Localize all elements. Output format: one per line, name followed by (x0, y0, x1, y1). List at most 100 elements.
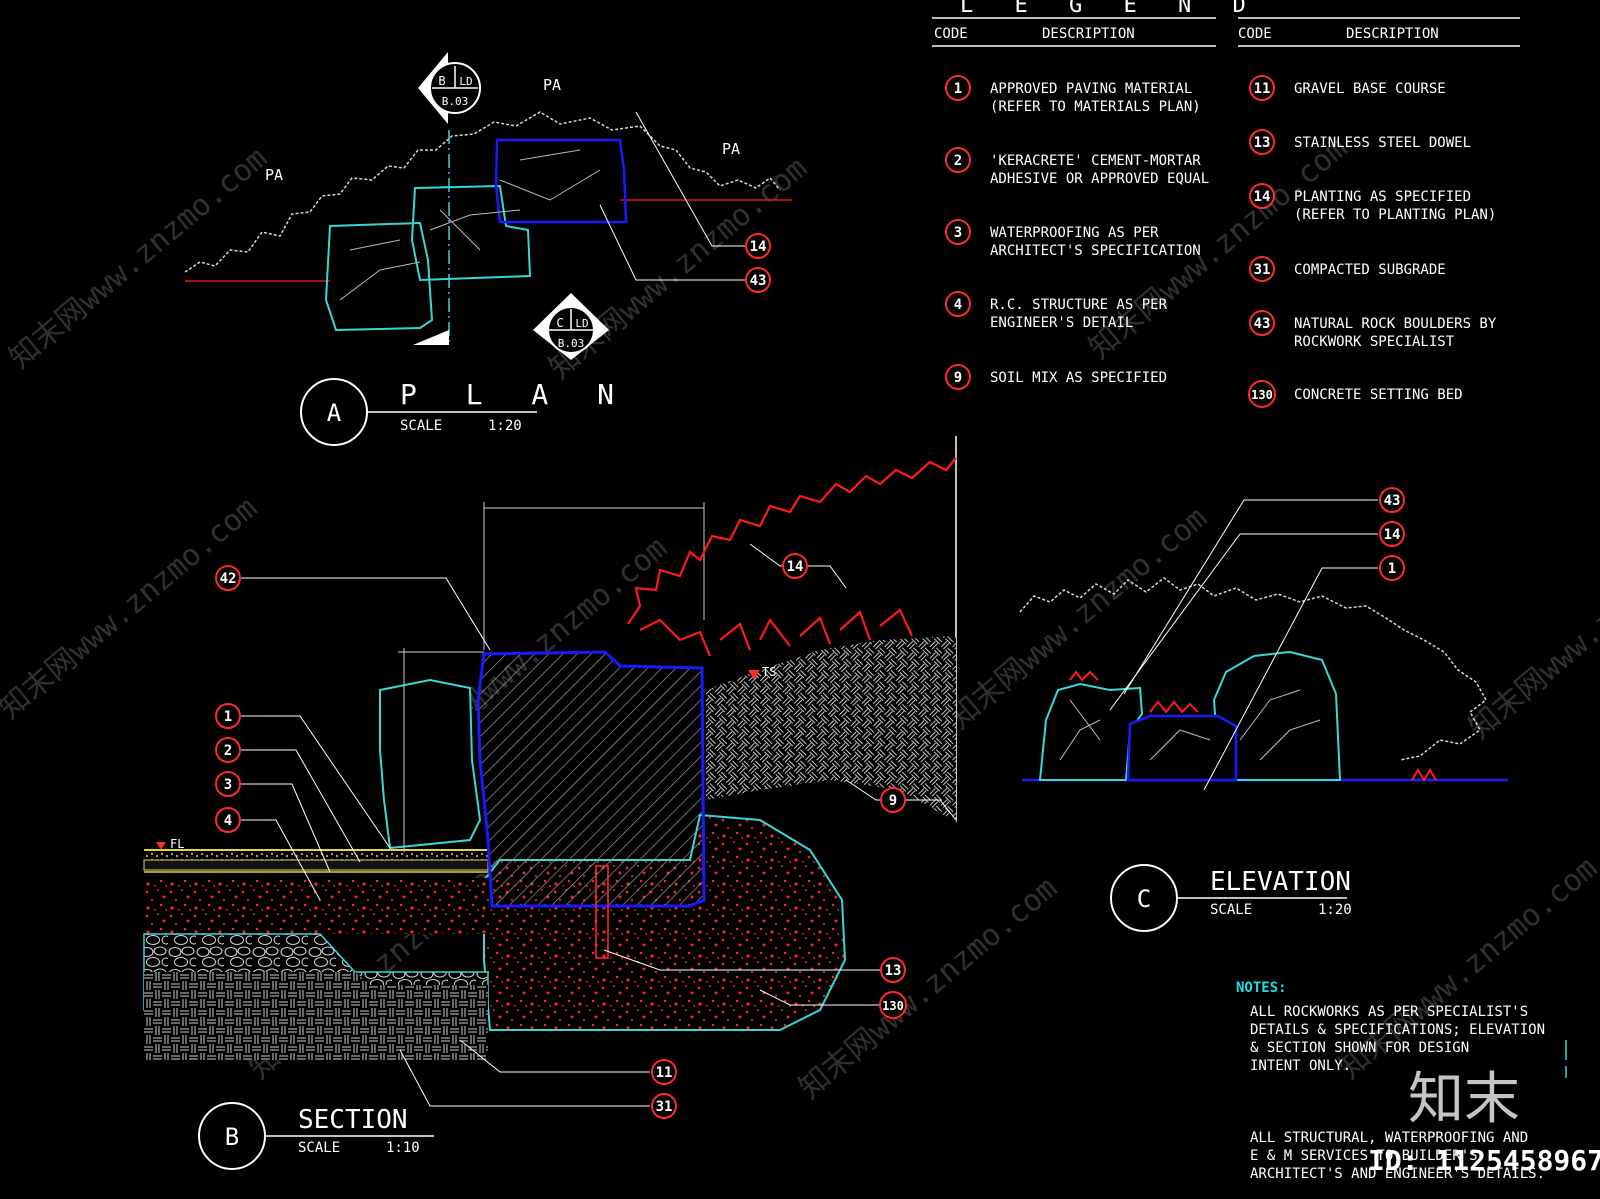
section-scale-label: SCALE (298, 1140, 340, 1156)
svg-text:13: 13 (1254, 135, 1271, 151)
section-callout-42[interactable]: 42 (215, 565, 241, 591)
plan-area-label: PA (265, 166, 283, 184)
leader-31 (399, 1049, 650, 1107)
legend-description-header: DESCRIPTION (1346, 26, 1439, 42)
section-title-block: B SECTION SCALE 1:10 (198, 1102, 434, 1170)
legend-code-header: CODE (934, 26, 968, 42)
svg-text:130: 130 (882, 999, 904, 1013)
section-callout-4[interactable]: 4 (215, 807, 241, 833)
svg-text:(REFER TO PLANTING PLAN): (REFER TO PLANTING PLAN) (1294, 207, 1496, 223)
section-view: FL TS 42 (143, 436, 957, 1170)
svg-text:31: 31 (656, 1099, 673, 1115)
elevation-marker-c[interactable]: C LD B.03 (533, 293, 609, 360)
svg-text:42: 42 (220, 571, 237, 587)
svg-text:GRAVEL BASE COURSE: GRAVEL BASE COURSE (1294, 81, 1446, 97)
section-callout-130[interactable]: 130 (879, 991, 907, 1019)
watermark-id: ID: 1125458967 (1368, 1144, 1600, 1177)
plan-boulder-3 (494, 138, 628, 224)
note-line: ALL ROCKWORKS AS PER SPECIALIST'S (1250, 1004, 1528, 1020)
plan-leader-43 (599, 204, 745, 281)
svg-text:11: 11 (656, 1065, 673, 1081)
plan-boulder-2 (410, 184, 532, 282)
rc-structure-slab (144, 878, 488, 934)
svg-text:14: 14 (750, 239, 767, 255)
note-line: ALL STRUCTURAL, WATERPROOFING AND (1250, 1130, 1528, 1146)
elevation-leader-1 (1203, 567, 1378, 791)
ts-marker (748, 670, 760, 680)
elevation-boulder-middle (1126, 714, 1238, 782)
plan-view: B LD B.03 C LD B.03 PA PA PA 14 43 (184, 52, 792, 446)
elevation-callout-43[interactable]: 43 (1379, 487, 1405, 513)
svg-text:2: 2 (224, 743, 232, 759)
svg-text:2: 2 (954, 153, 962, 169)
svg-text:43: 43 (1254, 316, 1271, 332)
section-callout-3[interactable]: 3 (215, 771, 241, 797)
section-callout-13[interactable]: 13 (880, 957, 906, 983)
svg-text:PLANTING AS SPECIFIED: PLANTING AS SPECIFIED (1294, 189, 1471, 205)
plan-callout-14[interactable]: 14 (745, 233, 771, 259)
legend-item: 14 PLANTING AS SPECIFIED (REFER TO PLANT… (1249, 183, 1496, 223)
section-marker-b[interactable]: B LD B.03 (418, 52, 481, 124)
svg-text:ARCHITECT'S SPECIFICATION: ARCHITECT'S SPECIFICATION (990, 243, 1201, 259)
leader-3 (240, 783, 331, 873)
svg-text:COMPACTED SUBGRADE: COMPACTED SUBGRADE (1294, 262, 1446, 278)
plan-cut-arrow (413, 330, 449, 345)
section-callout-2[interactable]: 2 (215, 737, 241, 763)
section-callout-31[interactable]: 31 (651, 1093, 677, 1119)
svg-text:ENGINEER'S DETAIL: ENGINEER'S DETAIL (990, 315, 1133, 331)
section-fl-label: FL (170, 837, 184, 851)
legend-item: 1 APPROVED PAVING MATERIAL (REFER TO MAT… (945, 75, 1201, 115)
elevation-title-block: C ELEVATION SCALE 1:20 (1110, 864, 1352, 932)
plan-boulder-1 (324, 221, 434, 332)
svg-text:11: 11 (1254, 81, 1271, 97)
elevation-marker-sub: LD (575, 317, 588, 330)
svg-text:4: 4 (954, 297, 962, 313)
elevation-planting-outline (1019, 577, 1487, 761)
section-planting (627, 457, 957, 657)
elevation-callout-1[interactable]: 1 (1379, 555, 1405, 581)
elevation-callout-14[interactable]: 14 (1379, 521, 1405, 547)
section-callout-1[interactable]: 1 (215, 703, 241, 729)
legend-code-header: CODE (1238, 26, 1272, 42)
section-marker-sheet: B.03 (442, 95, 469, 108)
plan-area-label: PA (722, 140, 740, 158)
elevation-scale-label: SCALE (1210, 902, 1252, 918)
plan-callout-43[interactable]: 43 (745, 267, 771, 293)
watermark-site: 知末网www.znzmo.com (3, 141, 274, 377)
svg-text:WATERPROOFING AS PER: WATERPROOFING AS PER (990, 225, 1159, 241)
svg-text:31: 31 (1254, 262, 1271, 278)
section-callout-14[interactable]: 14 (782, 553, 808, 579)
svg-text:43: 43 (1384, 493, 1401, 509)
svg-text:130: 130 (1251, 388, 1273, 402)
svg-text:ROCKWORK SPECIALIST: ROCKWORK SPECIALIST (1294, 334, 1455, 350)
notes-block: NOTES: ALL ROCKWORKS AS PER SPECIALIST'S… (1236, 980, 1567, 1182)
plan-view-title: P L A N (400, 378, 630, 411)
svg-text:CONCRETE SETTING BED: CONCRETE SETTING BED (1294, 387, 1463, 403)
svg-text:(REFER TO MATERIALS PLAN): (REFER TO MATERIALS PLAN) (990, 99, 1201, 115)
svg-text:3: 3 (954, 225, 962, 241)
section-callout-9[interactable]: 9 (880, 787, 906, 813)
note-line: ARCHITECT'S AND ENGINEER'S DETAILS. (1250, 1166, 1545, 1182)
legend: L E G E N D CODE DESCRIPTION CODE DESCRI… (932, 0, 1520, 408)
notes-heading: NOTES: (1236, 980, 1287, 996)
plan-leader-14 (635, 111, 745, 247)
section-callout-11[interactable]: 11 (651, 1059, 677, 1085)
svg-text:NATURAL ROCK BOULDERS BY: NATURAL ROCK BOULDERS BY (1294, 316, 1497, 332)
plan-rock-veining (339, 149, 601, 301)
legend-item: 43 NATURAL ROCK BOULDERS BY ROCKWORK SPE… (1249, 310, 1497, 350)
svg-text:ADHESIVE OR APPROVED EQUAL: ADHESIVE OR APPROVED EQUAL (990, 171, 1209, 187)
watermark-logo: 知末 (1408, 1067, 1520, 1132)
plan-scale-label: SCALE (400, 418, 442, 434)
leader-13 (603, 949, 880, 971)
legend-item: 13 STAINLESS STEEL DOWEL (1249, 129, 1471, 155)
svg-text:1: 1 (1388, 561, 1396, 577)
legend-item: 31 COMPACTED SUBGRADE (1249, 256, 1446, 282)
svg-text:9: 9 (889, 793, 897, 809)
legend-item: 2 'KERACRETE' CEMENT-MORTAR ADHESIVE OR … (945, 147, 1209, 187)
elevation-leader-14 (1109, 533, 1378, 711)
fl-marker (156, 842, 166, 850)
svg-text:1: 1 (954, 81, 962, 97)
note-line: & SECTION SHOWN FOR DESIGN (1250, 1040, 1469, 1056)
elevation-boulder-right (1212, 650, 1342, 781)
